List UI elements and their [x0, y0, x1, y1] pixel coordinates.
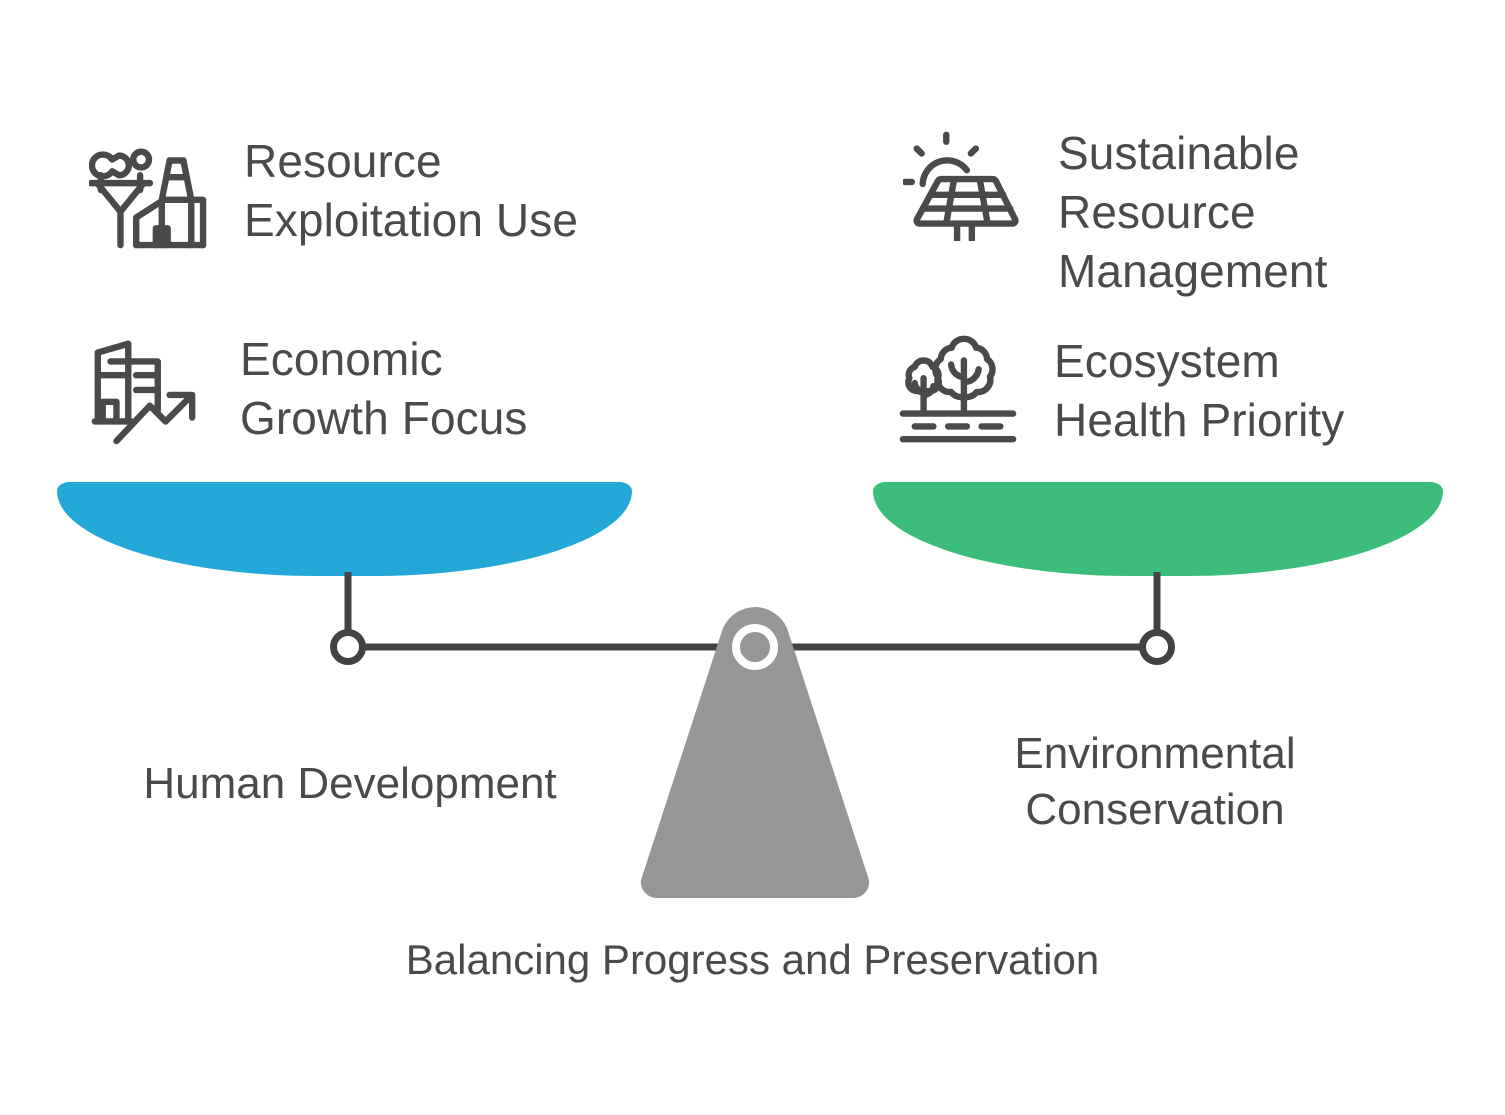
left-side-label: Human Development: [143, 759, 557, 808]
feature-economic-growth: Economic Growth Focus: [84, 328, 528, 448]
right-side-label: Environmental Conservation: [1014, 729, 1296, 835]
feature-sustainable-resource: Sustainable Resource Management: [902, 122, 1328, 301]
feature-resource-exploitation: Resource Exploitation Use: [88, 130, 578, 250]
fulcrum-triangle: [640, 607, 870, 898]
feature-label: Ecosystem Health Priority: [1054, 335, 1345, 446]
buildings-growth-arrow-icon: [84, 328, 204, 448]
feature-label: Economic Growth Focus: [240, 333, 528, 444]
trees-ground-icon: [898, 330, 1018, 450]
factory-powerline-icon: [88, 130, 208, 250]
feature-label: Resource Exploitation Use: [244, 135, 578, 246]
feature-label: Sustainable Resource Management: [1058, 127, 1328, 297]
right-hinge-ring-icon: [1139, 629, 1175, 665]
caption-title: Balancing Progress and Preservation: [405, 936, 1100, 983]
pivot-ring-icon: [732, 624, 778, 670]
solar-panel-sun-icon: [902, 122, 1022, 242]
feature-ecosystem-health: Ecosystem Health Priority: [898, 330, 1344, 450]
left-hinge-ring-icon: [330, 629, 366, 665]
right-scale-pan: [873, 482, 1443, 576]
left-scale-pan: [57, 482, 632, 576]
